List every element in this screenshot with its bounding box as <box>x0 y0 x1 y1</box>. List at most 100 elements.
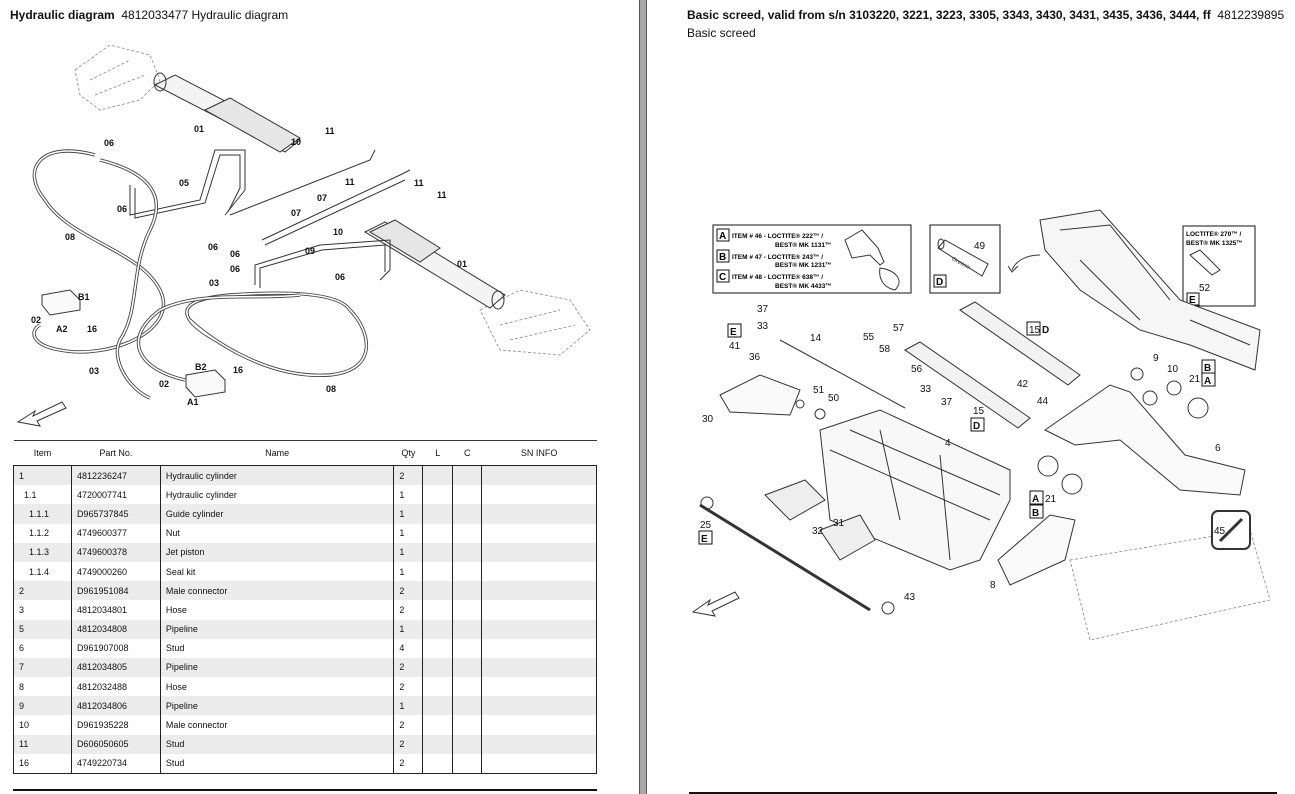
callout-label: 44 <box>1037 396 1049 407</box>
callout-label: 8 <box>990 580 996 591</box>
cell-sn-info <box>481 753 597 774</box>
cell-name: Jet piston <box>159 542 394 562</box>
cell-c <box>452 600 482 620</box>
legend-letter-b: B <box>719 252 726 263</box>
cell-name: Nut <box>159 523 394 543</box>
legend-b-line1: ITEM # 47 - LOCTITE® 243™ / <box>732 253 823 261</box>
cell-qty: 1 <box>393 696 423 716</box>
cell-sn-info <box>481 542 597 562</box>
page-bottom-rule <box>13 789 597 791</box>
callout-letter: D <box>973 421 980 432</box>
cell-qty: 2 <box>393 753 423 774</box>
callout-label: 09 <box>305 246 315 256</box>
grease-box: Grease 49 D <box>929 224 1001 294</box>
cell-item: 16 <box>13 753 72 774</box>
cell-c <box>452 657 482 678</box>
cell-name: Hydraulic cylinder <box>159 465 394 486</box>
column-header-l: L <box>422 440 453 466</box>
diagram-callouts: 37 33 14 55 57 58 E 41 36 56 51 50 33 37… <box>700 304 1226 603</box>
callout-label: 36 <box>749 352 761 363</box>
cell-sn-info <box>481 619 597 639</box>
cell-sn-info <box>481 715 597 735</box>
callout-letter: B <box>1032 508 1039 519</box>
callout-label: 06 <box>208 242 218 252</box>
cell-name: Hydraulic cylinder <box>159 485 394 505</box>
legend-a-line2: BEST® MK 1131™ <box>775 241 831 249</box>
callout-label: 10 <box>1167 364 1179 375</box>
cell-sn-info <box>481 657 597 678</box>
cell-name: Pipeline <box>159 696 394 716</box>
cell-l <box>422 657 453 678</box>
cell-c <box>452 619 482 639</box>
callout-label: 21 <box>1189 374 1201 385</box>
column-header-part-no: Part No. <box>71 440 161 466</box>
cell-l <box>422 715 453 735</box>
cell-qty: 2 <box>393 677 423 697</box>
cell-item: 7 <box>13 657 72 678</box>
cell-part-no: 4812034806 <box>70 696 161 716</box>
cell-qty: 1 <box>393 504 423 524</box>
callout-label: 15 <box>1029 325 1041 336</box>
callout-label: 37 <box>941 397 953 408</box>
cell-c <box>452 523 482 543</box>
cell-l <box>422 465 453 486</box>
legend-c-line1: ITEM # 48 - LOCTITE® 638™ / <box>732 273 823 281</box>
cell-qty: 2 <box>393 465 423 486</box>
cell-item: 1.1.4 <box>13 561 72 582</box>
cell-l <box>422 581 453 601</box>
cell-sn-info <box>481 677 597 697</box>
column-header-qty: Qty <box>393 440 423 466</box>
callout-label: A1 <box>187 397 199 407</box>
legend-a-line1: ITEM # 46 - LOCTITE® 222™ / <box>732 232 823 240</box>
screed-exploded-drawing <box>699 301 1271 641</box>
callout-label: 21 <box>1045 494 1057 505</box>
callout-label: 06 <box>230 264 240 274</box>
cell-name: Male connector <box>159 581 394 601</box>
assembled-screed-drawing <box>1007 209 1261 371</box>
callout-letter: A <box>1204 376 1211 387</box>
cell-name: Pipeline <box>159 657 394 678</box>
grease-tube-icon <box>937 238 989 277</box>
loctite-270-box: LOCTITE® 270™ / BEST® MK 1325™ 52 E <box>1182 225 1256 307</box>
cell-name: Male connector <box>159 715 394 735</box>
cell-c <box>452 485 482 505</box>
left-page: Hydraulic diagram 4812033477 Hydraulic d… <box>0 0 639 794</box>
cell-l <box>422 696 453 716</box>
cell-item: 6 <box>13 638 72 658</box>
callout-label: 33 <box>920 384 932 395</box>
cell-l <box>422 504 453 524</box>
callout-label: 07 <box>291 208 301 218</box>
cell-c <box>452 734 482 754</box>
cell-c <box>452 715 482 735</box>
cell-item: 9 <box>13 696 72 716</box>
cell-part-no: D606050605 <box>70 734 161 754</box>
callout-label: 4 <box>945 438 951 449</box>
cell-name: Hose <box>159 600 394 620</box>
callout-label: 30 <box>702 414 714 425</box>
page-bottom-rule <box>689 792 1277 794</box>
callout-letter: A <box>1032 494 1039 505</box>
orientation-arrow-icon <box>691 591 740 617</box>
callout-label: 56 <box>911 364 923 375</box>
cell-l <box>422 523 453 543</box>
callout-label: 42 <box>1017 379 1029 390</box>
loctite-legend-box: A ITEM # 46 - LOCTITE® 222™ / BEST® MK 1… <box>712 224 912 294</box>
column-header-sn-info: SN INFO <box>481 440 597 466</box>
cell-name: Seal kit <box>159 561 394 582</box>
cell-l <box>422 542 453 562</box>
callout-label: 10 <box>291 137 301 147</box>
cell-qty: 2 <box>393 600 423 620</box>
callout-label: 9 <box>1153 353 1159 364</box>
callout-label: 31 <box>833 518 845 529</box>
cell-qty: 2 <box>393 715 423 735</box>
legend-letter-a: A <box>719 231 726 242</box>
cell-name: Stud <box>159 753 394 774</box>
